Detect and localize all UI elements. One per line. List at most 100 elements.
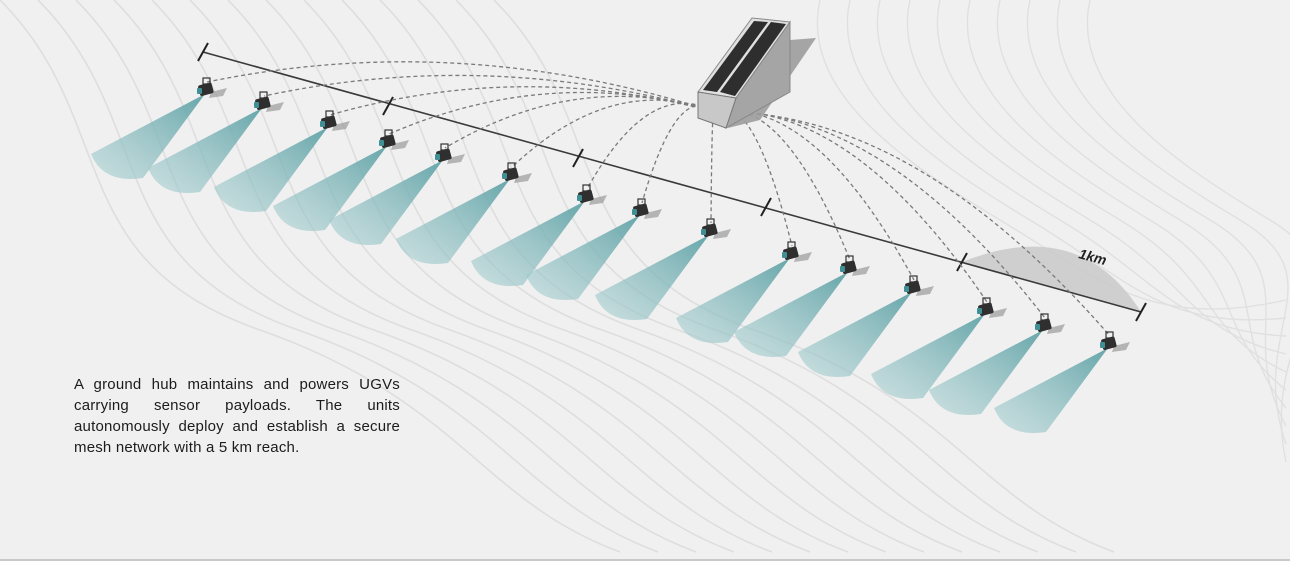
ugv-mast xyxy=(787,241,796,249)
mesh-link xyxy=(714,108,793,247)
sensor-payload xyxy=(197,88,202,94)
scale-arc xyxy=(962,246,1141,312)
contour-line xyxy=(341,0,963,553)
ugv-mast xyxy=(325,110,334,118)
ugv-shadow xyxy=(916,286,934,296)
contour-line xyxy=(1086,0,1290,463)
ugv-mast xyxy=(909,275,918,283)
ugv-icon xyxy=(435,143,465,164)
contour-line xyxy=(966,0,1287,391)
ugv-shadow xyxy=(514,173,532,183)
sensor-payload xyxy=(435,154,440,160)
sensor-cone xyxy=(871,314,985,399)
contour-line xyxy=(379,0,1001,553)
sensor-cone xyxy=(994,348,1108,433)
contour-line xyxy=(75,0,697,553)
ugv-units xyxy=(197,77,1130,352)
solar-panel-icon xyxy=(720,22,786,96)
contour-line xyxy=(1056,0,1289,445)
contour-line xyxy=(996,0,1287,409)
scale-tick xyxy=(760,197,772,217)
sensor-cone xyxy=(148,108,262,193)
sensor-payload xyxy=(502,173,507,179)
ugv-icon xyxy=(1100,331,1130,352)
sensor-cone xyxy=(929,330,1043,415)
scale-line xyxy=(202,51,1142,313)
scale-tick xyxy=(382,96,394,116)
ugv-mast xyxy=(1105,331,1114,339)
mesh-link xyxy=(710,106,716,224)
ugv-icon xyxy=(197,77,227,98)
ugv-shadow xyxy=(713,229,731,239)
ugv-icon xyxy=(320,110,350,131)
ugv-icon xyxy=(782,241,812,262)
sensor-cone xyxy=(273,146,387,231)
ugv-mast xyxy=(582,184,591,192)
contour-line xyxy=(816,0,1287,310)
ugv-mast xyxy=(259,91,268,99)
ugv-icon xyxy=(577,184,607,205)
scale-tick xyxy=(1135,302,1147,322)
ugv-shadow xyxy=(391,140,409,150)
sensor-payload xyxy=(977,308,982,314)
contour-line xyxy=(906,0,1287,355)
ugv-shadow xyxy=(209,88,227,98)
sensor-payload xyxy=(904,286,909,292)
ugv-mast xyxy=(845,255,854,263)
sensor-payload xyxy=(577,195,582,201)
ugv-icon xyxy=(379,129,409,150)
contour-line xyxy=(417,0,1039,553)
mesh-link xyxy=(511,99,716,168)
ugv-shadow xyxy=(989,308,1007,318)
contour-line xyxy=(876,0,1287,337)
sensor-cone xyxy=(734,272,848,357)
sensor-payload xyxy=(379,140,384,146)
ground-hub xyxy=(697,17,816,130)
scale-tick xyxy=(572,148,584,168)
mesh-link xyxy=(263,74,716,113)
ugv-mast xyxy=(384,129,393,137)
sensor-cone xyxy=(214,127,328,212)
contour-line xyxy=(936,0,1287,373)
ugv-shadow xyxy=(852,266,870,276)
ugv-mast xyxy=(1040,313,1049,321)
ugv-icon xyxy=(502,162,532,183)
sensor-payload xyxy=(701,229,706,235)
ugv-shadow xyxy=(644,209,662,219)
contour-line xyxy=(227,0,849,553)
sensor-payload xyxy=(254,102,259,108)
sensor-payload xyxy=(320,121,325,127)
ugv-icon xyxy=(977,297,1007,318)
ugv-shadow xyxy=(266,102,284,112)
ugv-mast xyxy=(982,297,991,305)
sensor-cone xyxy=(595,235,709,320)
sensor-cone xyxy=(91,94,205,179)
ugv-icon xyxy=(904,275,934,296)
sensor-cones xyxy=(91,94,1108,433)
ugv-shadow xyxy=(794,252,812,262)
sensor-payload xyxy=(632,209,637,215)
mesh-link xyxy=(714,111,1111,337)
divider xyxy=(0,559,1290,561)
sensor-cone xyxy=(676,258,790,343)
ugv-mast xyxy=(507,162,516,170)
sensor-cone xyxy=(526,215,640,300)
distance-scale xyxy=(197,42,1147,322)
ugv-shadow xyxy=(447,154,465,164)
sensor-cone xyxy=(396,179,510,264)
sensor-cone xyxy=(471,201,585,286)
ugv-icon xyxy=(254,91,284,112)
contour-line xyxy=(189,0,811,553)
sensor-payload xyxy=(840,266,845,272)
ugv-icon xyxy=(632,198,662,219)
ugv-mast xyxy=(202,77,211,85)
mesh-link xyxy=(714,110,915,281)
ugv-shadow xyxy=(1047,324,1065,334)
ugv-shadow xyxy=(1112,342,1130,352)
sensor-payload xyxy=(1035,324,1040,330)
mesh-link xyxy=(714,109,851,261)
contour-line xyxy=(1026,0,1287,427)
solar-panel-icon xyxy=(703,21,768,92)
ugv-icon xyxy=(1035,313,1065,334)
